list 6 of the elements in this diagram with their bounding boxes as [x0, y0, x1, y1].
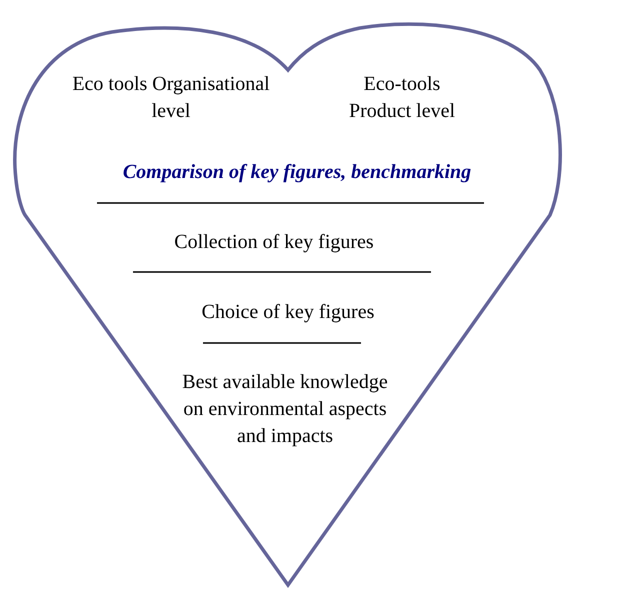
stage-label: Eco-tools Product level — [348, 72, 456, 124]
stage-label: Collection of key figures — [173, 230, 375, 255]
stage-label: Eco tools Organisational level — [71, 72, 271, 124]
stage-label: Comparison of key figures, benchmarking — [122, 160, 472, 185]
stage-label: Choice of key figures — [200, 300, 376, 325]
stage-label: Best available knowledge on environmental aspects and impacts — [181, 370, 389, 449]
